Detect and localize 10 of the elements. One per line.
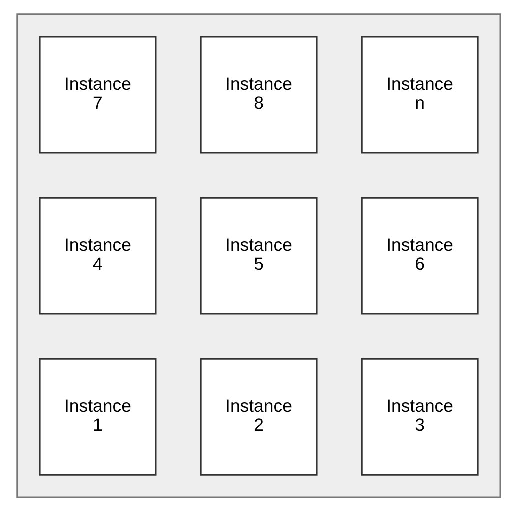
node-box: Instance 3	[361, 358, 479, 476]
node-box: Instance 5	[200, 197, 318, 315]
node-box: Instance 6	[361, 197, 479, 315]
node-box: Instance n	[361, 36, 479, 154]
node-box: Instance 8	[200, 36, 318, 154]
cluster	[16, 14, 502, 498]
node-box: Instance 7	[39, 36, 157, 154]
node-box: Instance 2	[200, 358, 318, 476]
node-box: Instance 1	[39, 358, 157, 476]
node-box: Instance 4	[39, 197, 157, 315]
